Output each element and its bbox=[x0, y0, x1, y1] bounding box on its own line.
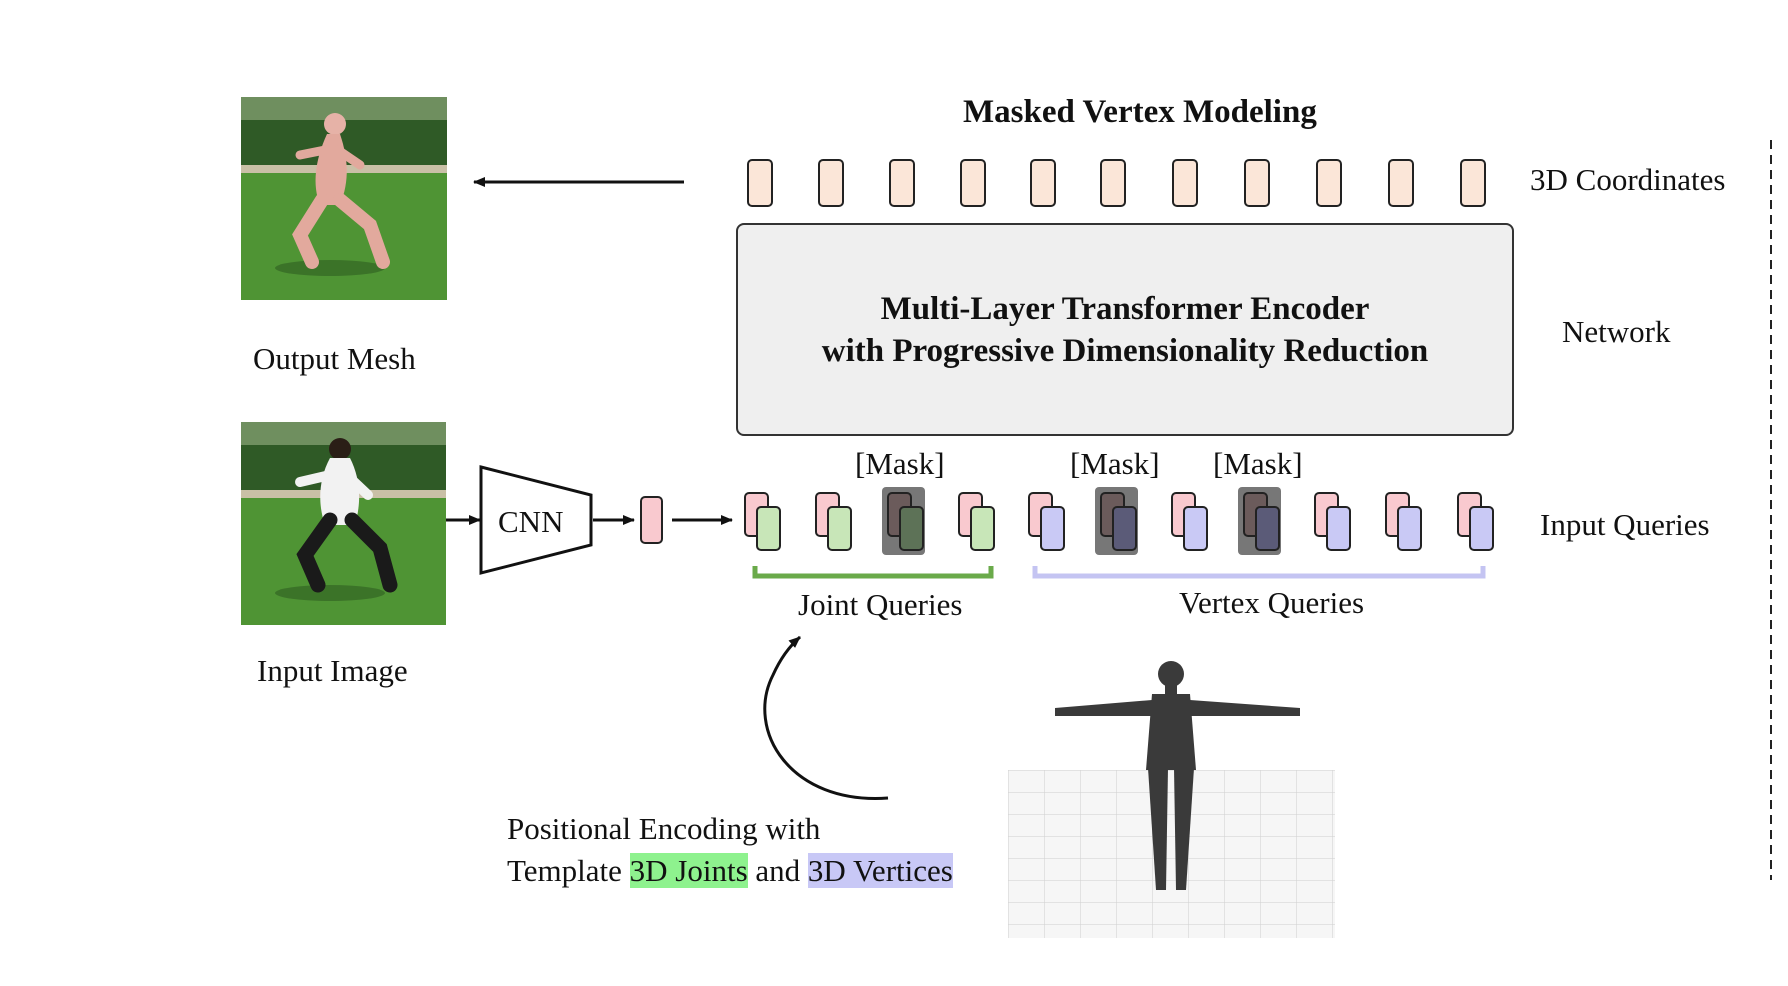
transformer-encoder-block: Multi-Layer Transformer Encoder with Pro… bbox=[736, 223, 1514, 436]
masked-vertex-query-token bbox=[1238, 487, 1281, 555]
network-label: Network bbox=[1562, 314, 1671, 349]
template-mesh-image bbox=[1008, 661, 1335, 938]
joint-queries-bracket bbox=[752, 566, 994, 579]
coord-token bbox=[1460, 159, 1486, 207]
input-query-tokens bbox=[744, 487, 1494, 555]
vertex-query-token bbox=[1028, 492, 1065, 551]
coord-token bbox=[889, 159, 915, 207]
positional-encoding-line2: Template 3D Joints and 3D Vertices bbox=[507, 850, 953, 892]
coord-token bbox=[1244, 159, 1270, 207]
coord-token bbox=[1316, 159, 1342, 207]
cnn-label: CNN bbox=[498, 504, 564, 539]
coord-token bbox=[1100, 159, 1126, 207]
mask-label: [Mask] bbox=[1213, 446, 1303, 481]
vertex-query-token bbox=[1385, 492, 1422, 551]
positional-encoding-caption: Positional Encoding with Template 3D Joi… bbox=[507, 808, 953, 892]
joints-highlight: 3D Joints bbox=[629, 853, 748, 888]
vertex-query-token bbox=[1171, 492, 1208, 551]
coordinates-label: 3D Coordinates bbox=[1530, 162, 1726, 197]
coordinate-tokens bbox=[747, 159, 1486, 207]
joint-query-token bbox=[815, 492, 852, 551]
masked-vertex-query-token bbox=[1095, 487, 1138, 555]
encoder-title-line1: Multi-Layer Transformer Encoder bbox=[880, 290, 1370, 327]
joint-queries-label: Joint Queries bbox=[798, 587, 963, 622]
cnn-block bbox=[479, 465, 593, 575]
joint-query-token bbox=[744, 492, 781, 551]
mask-label: [Mask] bbox=[855, 446, 945, 481]
output-mesh-label: Output Mesh bbox=[253, 341, 416, 376]
vertex-query-token bbox=[1457, 492, 1494, 551]
image-feature-token bbox=[640, 496, 663, 544]
input-image-label: Input Image bbox=[257, 653, 408, 688]
vertex-query-token bbox=[1314, 492, 1351, 551]
mask-label: [Mask] bbox=[1070, 446, 1160, 481]
vertex-queries-bracket bbox=[1032, 566, 1486, 579]
joint-query-token bbox=[958, 492, 995, 551]
coord-token bbox=[1388, 159, 1414, 207]
input-image bbox=[241, 422, 446, 625]
template-word: Template bbox=[507, 853, 622, 888]
positional-encoding-arrow bbox=[763, 635, 889, 800]
vertices-highlight: 3D Vertices bbox=[807, 853, 953, 888]
diagram-title: Masked Vertex Modeling bbox=[963, 94, 1317, 130]
positional-encoding-line1: Positional Encoding with bbox=[507, 811, 821, 846]
coord-token bbox=[960, 159, 986, 207]
masked-joint-query-token bbox=[882, 487, 925, 555]
output-mesh-image bbox=[241, 97, 447, 300]
input-queries-label: Input Queries bbox=[1540, 507, 1710, 542]
coord-token bbox=[747, 159, 773, 207]
vertex-queries-label: Vertex Queries bbox=[1179, 585, 1365, 620]
coord-token bbox=[1030, 159, 1056, 207]
encoder-title-line2: with Progressive Dimensionality Reductio… bbox=[821, 332, 1429, 369]
and-word: and bbox=[755, 853, 801, 888]
coord-token bbox=[818, 159, 844, 207]
coord-token bbox=[1172, 159, 1198, 207]
